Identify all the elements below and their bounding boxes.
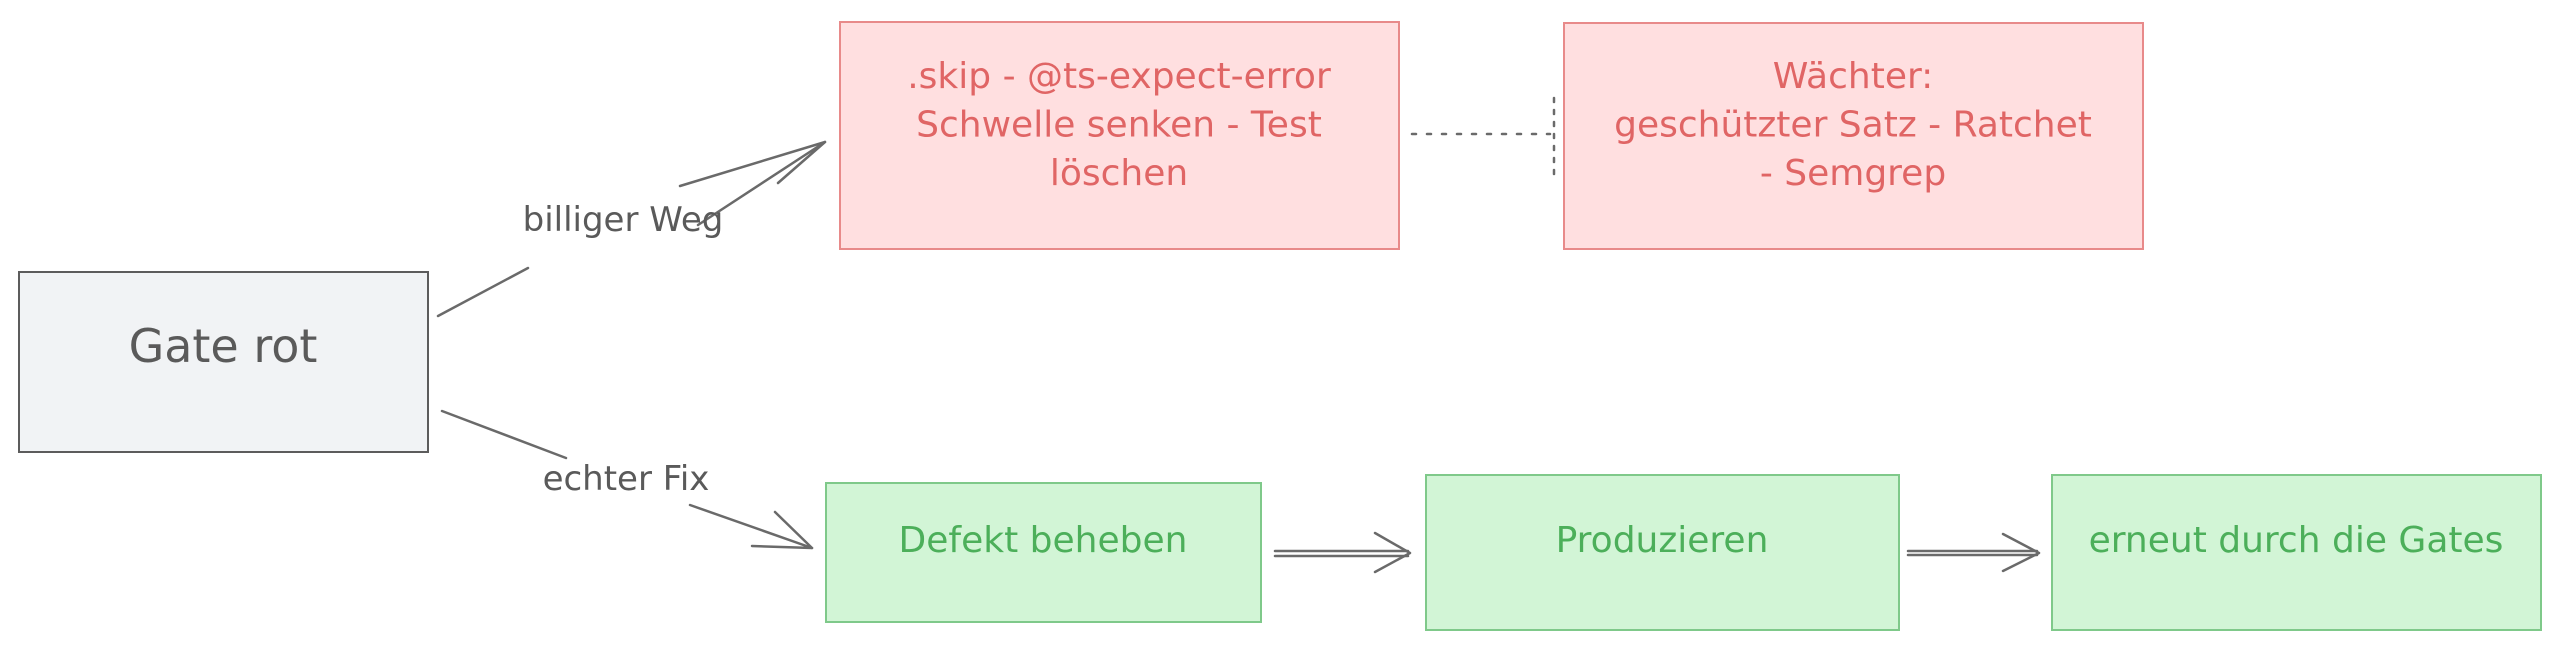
edge-gate-to-fix	[440, 409, 814, 550]
edge-produce-to-regate-arrow	[2001, 532, 2041, 573]
node-guard-label: Wächter: geschützter Satz - Ratchet - Semg…	[1614, 56, 2092, 194]
edge-gate-to-cheap	[436, 140, 827, 318]
node-produce-label: Produzieren	[1556, 520, 1769, 561]
node-produce: Produzieren	[1425, 474, 1900, 631]
node-guard: Wächter: geschützter Satz - Ratchet - Semg…	[1563, 22, 2144, 250]
label-line: Schwelle senken - Test	[916, 105, 1322, 146]
edge-fix-to-produce-arrow	[1373, 531, 1412, 574]
node-guard-box	[1563, 22, 2144, 250]
node-fix-defect: Defekt beheben	[825, 482, 1262, 623]
node-gate-box	[18, 271, 429, 453]
edge-fix-to-produce	[1273, 549, 1410, 558]
node-gate-label: Gate rot	[129, 319, 318, 373]
label-line: erneut durch die Gates	[2089, 520, 2504, 561]
label-line: - Semgrep	[1760, 153, 1946, 194]
edge-gate-to-fix-arrow	[750, 510, 814, 550]
label-line: Defekt beheben	[899, 520, 1188, 561]
node-regate-label: erneut durch die Gates	[2089, 520, 2504, 561]
edge-gate-to-cheap-arrow	[678, 140, 827, 188]
node-regate-box	[2051, 474, 2542, 631]
node-produce-box	[1425, 474, 1900, 631]
label-line: löschen	[1050, 153, 1188, 194]
node-gate: Gate rot	[18, 271, 429, 453]
node-regate: erneut durch die Gates	[2051, 474, 2542, 631]
label-line: Produzieren	[1556, 520, 1769, 561]
label-line: Gate rot	[129, 319, 318, 373]
node-cheap-way-box	[839, 21, 1400, 250]
label-line: .skip - @ts-expect-error	[907, 56, 1331, 97]
label-line: geschützter Satz - Ratchet	[1614, 105, 2092, 146]
node-fix-defect-box	[825, 482, 1262, 623]
label-line: Wächter:	[1773, 56, 1934, 97]
edge-fix-label: echter Fix	[543, 459, 710, 499]
edge-cheap-label: billiger Weg	[523, 200, 724, 240]
node-fix-defect-label: Defekt beheben	[899, 520, 1188, 561]
edge-produce-to-regate	[1906, 549, 2039, 557]
